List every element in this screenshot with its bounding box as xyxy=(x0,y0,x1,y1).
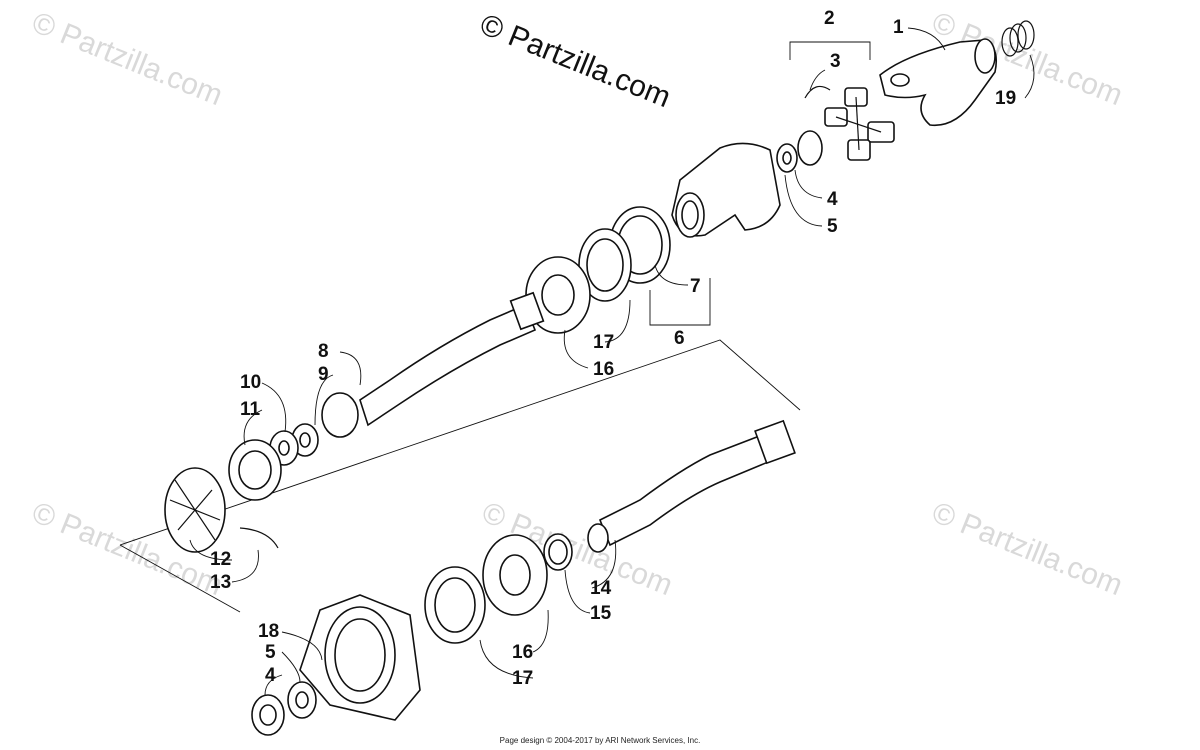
lower-section-frame-bottom xyxy=(119,544,241,613)
part-nut-4-lower xyxy=(251,694,285,736)
lower-section-frame xyxy=(119,339,801,546)
callout-11: 11 xyxy=(240,399,261,420)
part-gear-hub-12 xyxy=(164,467,226,553)
brand-label: © Partzilla.com xyxy=(475,8,675,114)
part-race-17-lower xyxy=(424,566,486,644)
callout-8: 8 xyxy=(318,341,329,362)
callout-16: 16 xyxy=(593,359,614,380)
callout-3: 3 xyxy=(830,51,841,72)
callout-6: 6 xyxy=(674,328,685,349)
part-shaft-14 xyxy=(587,419,796,553)
callout-5: 5 xyxy=(827,216,838,237)
callout-14: 14 xyxy=(590,578,612,599)
callout-7: 7 xyxy=(690,276,701,297)
callout-19: 19 xyxy=(995,88,1016,109)
part-shaft-8 xyxy=(321,291,545,438)
part-washer-5-lower xyxy=(287,681,317,719)
callout-18: 18 xyxy=(258,621,279,642)
callout-17-lower: 17 xyxy=(512,668,533,689)
callout-10: 10 xyxy=(240,372,261,393)
part-bearing-16-upper xyxy=(525,256,591,334)
callout-16-lower: 16 xyxy=(512,642,533,663)
footer-credit: Page design © 2004-2017 by ARI Network S… xyxy=(499,736,701,745)
callout-17: 17 xyxy=(593,332,614,353)
part-snap-ring-13 xyxy=(239,527,279,549)
callout-4: 4 xyxy=(827,189,838,210)
callout-12: 12 xyxy=(210,549,231,570)
part-yoke-1 xyxy=(879,38,998,127)
part-housing-18 xyxy=(299,594,421,721)
part-coupler-11 xyxy=(228,439,282,501)
watermark: © Partzilla.com xyxy=(27,6,227,112)
part-bearing-16-lower xyxy=(482,534,548,616)
part-spring-19 xyxy=(1001,20,1035,57)
callout-1: 1 xyxy=(893,17,904,38)
part-cross-3 xyxy=(804,85,895,161)
callout-5-lower: 5 xyxy=(265,642,276,663)
part-nut-4-top xyxy=(776,130,823,173)
leader-lines xyxy=(189,27,1035,696)
callouts: 1 2 3 4 5 6 7 8 9 10 11 12 13 14 15 16 1… xyxy=(210,8,1016,689)
part-race-17-upper xyxy=(578,228,632,302)
callout-13: 13 xyxy=(210,572,231,593)
watermark: © Partzilla.com xyxy=(927,496,1127,602)
callout-2: 2 xyxy=(824,8,835,29)
callout-9: 9 xyxy=(318,364,329,385)
callout-4-lower: 4 xyxy=(265,665,276,686)
callout-15: 15 xyxy=(590,603,612,624)
part-ring-15 xyxy=(543,533,573,571)
part-slip-yoke xyxy=(671,142,781,238)
